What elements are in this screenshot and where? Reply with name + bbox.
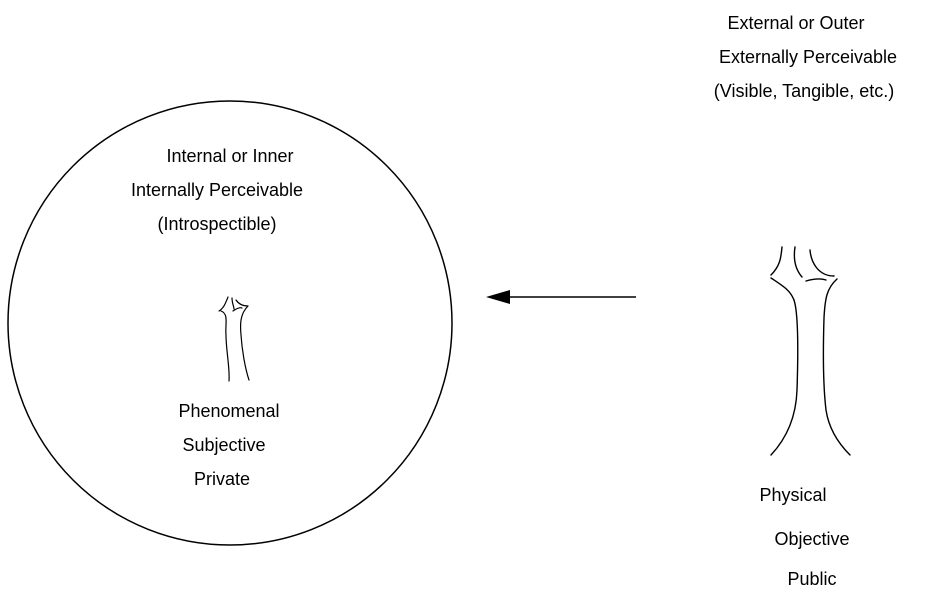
internal-label-line3: (Introspectible): [157, 214, 277, 234]
internal-label-line2: Internally Perceivable: [130, 180, 304, 200]
inner-tree-label-line2: Subjective: [182, 435, 266, 455]
mind-circle: [7, 100, 453, 546]
outer-tree-label-line1: Physical: [759, 485, 827, 505]
outer-tree-label-line2: Objective: [774, 529, 850, 549]
inner-tree-label-line1: Phenomenal: [178, 401, 280, 421]
external-label-line3: (Visible, Tangible, etc.): [713, 81, 895, 101]
internal-label-line1: Internal or Inner: [166, 146, 294, 166]
inner-tree-icon: [218, 296, 250, 382]
perception-arrow: [486, 290, 636, 304]
external-label-line1: External or Outer: [727, 13, 865, 33]
outer-tree-label-line3: Public: [787, 569, 837, 589]
inner-tree-label-line3: Private: [193, 469, 251, 489]
outer-tree-icon: [770, 246, 851, 456]
external-label-line2: Externally Perceivable: [718, 47, 898, 67]
